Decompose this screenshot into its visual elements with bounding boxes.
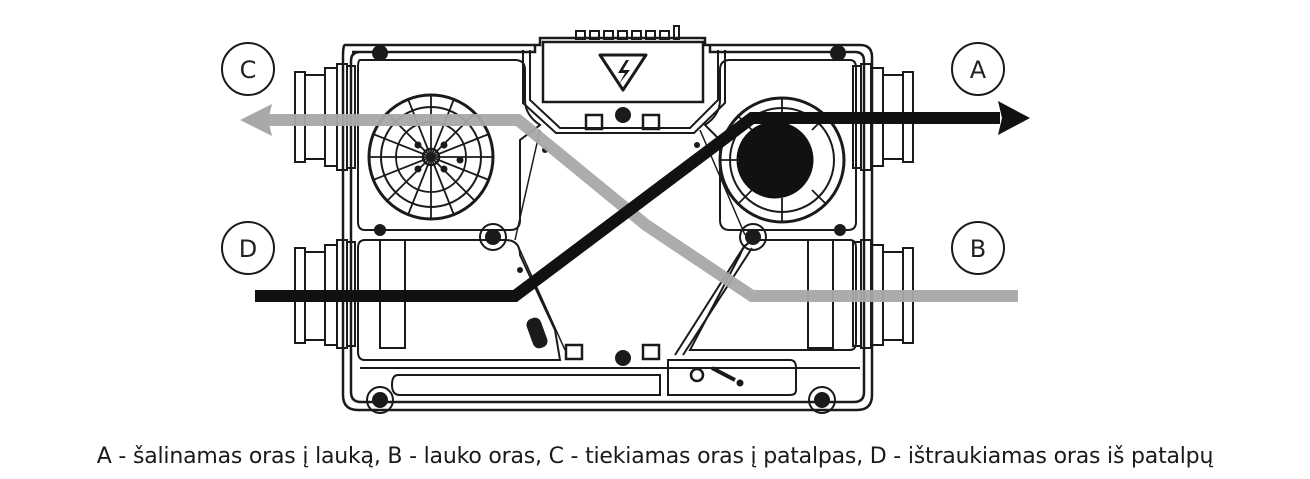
label-d: D [221,221,275,275]
unit-housing [294,25,914,412]
supply-airflow-path [240,104,1018,302]
label-b: B [951,221,1005,275]
supply-fan-icon [367,93,495,221]
hrv-unit-diagram: C A D B [221,25,1030,414]
high-voltage-warning-icon [598,53,648,92]
svg-text:A: A [970,56,987,84]
svg-text:C: C [240,56,257,84]
exhaust-fan-icon [718,96,846,224]
svg-text:B: B [970,235,986,263]
exhaust-airflow-path [255,101,1030,302]
label-c: C [221,42,275,96]
diagram-caption: A - šalinamas oras į lauką, B - lauko or… [96,444,1214,469]
svg-text:D: D [239,235,257,263]
label-a: A [951,42,1005,96]
mounting-bolts [372,45,846,408]
